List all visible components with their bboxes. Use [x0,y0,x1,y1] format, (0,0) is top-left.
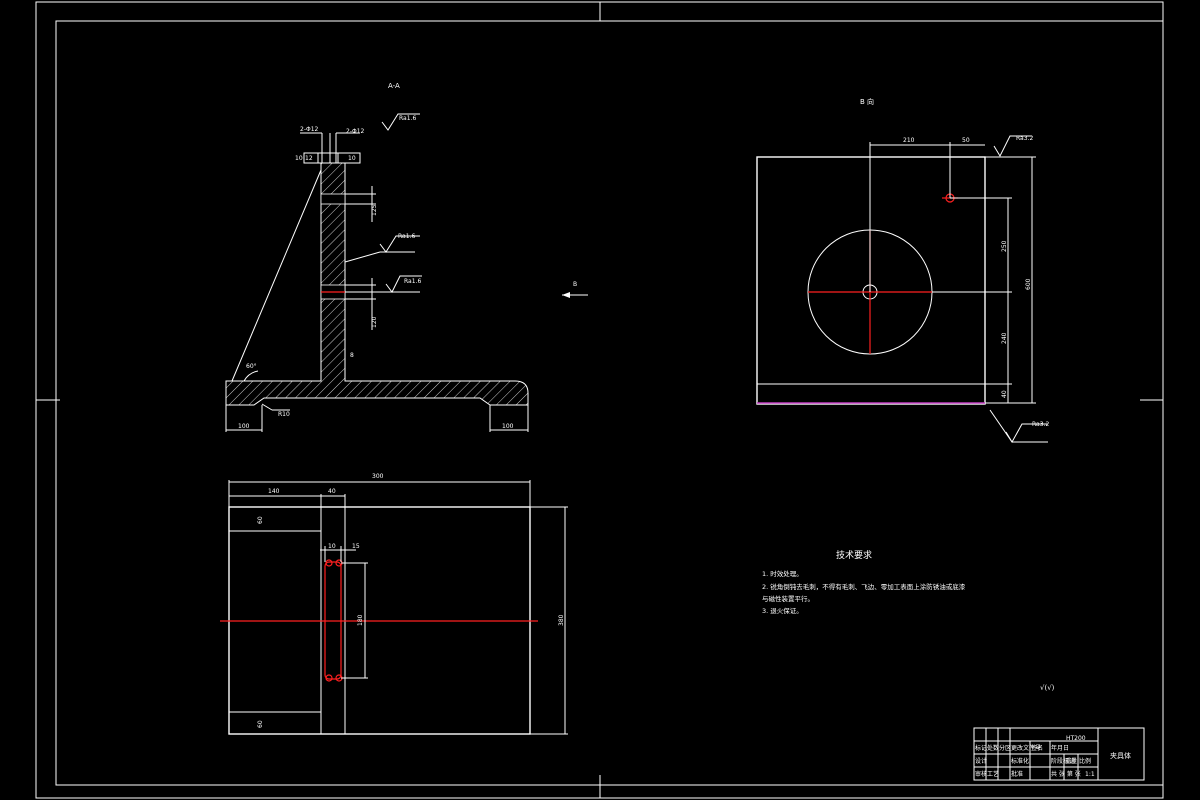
title-block-cell-3: 更改文件号 [1011,744,1041,752]
tech-req-line-3: 与磁性装置平行。 [762,594,814,603]
view-b-rough-bottom: Ra3.2 [1032,421,1049,428]
title-block-cell-10: 比例 [1079,757,1091,765]
dim-web-low: 120 [371,316,378,328]
angle-label: 60° [246,363,257,370]
view-b-dim-base: 40 [1001,390,1008,398]
title-block-cell-2: 分区 [999,744,1011,752]
section-title: A-A [388,82,400,90]
title-block-cell-0: 标记 [975,744,987,752]
plan-view: 300 140 40 10 15 60 60 180 380 [220,473,568,735]
title-block-cell-1: 处数 [987,744,999,752]
dim-left-foot: 100 [238,423,250,430]
view-b: B 向 210 50 Ra3.2 Ra3.2 250 240 600 40 [756,97,1049,443]
dim-top-small-1: 10 [295,155,303,162]
plan-dim-left: 140 [268,488,280,495]
general-roughness-symbol: √(√) [1040,684,1055,692]
plan-dim-slot-len: 180 [357,614,364,626]
view-b-title: B 向 [860,97,874,106]
plan-dim-top-notch: 60 [257,516,264,524]
dim-top-small-2: 12 [305,155,313,162]
dim-right-foot: 100 [502,423,514,430]
view-arrow-b: B [562,281,588,298]
rough-top-label: Ra1.6 [399,115,416,122]
plan-dim-slot-w2: 15 [352,543,360,550]
tech-req-line-4: 3. 退火保证。 [762,606,803,615]
holes-right-label: 2-Φ12 [346,128,365,135]
section-body [225,162,529,406]
plan-dim-overall: 300 [372,473,384,480]
title-block-cell-14: 共 张 第 张 [1051,770,1081,778]
tech-requirements: 技术要求 1. 时效处理。 2. 锐角倒钝去毛刺，不得有毛刺、飞边、零加工表面上… [762,549,966,615]
dim-web-hole: 125 [371,204,378,216]
plan-dim-height: 380 [558,614,565,626]
view-b-dim-top-1: 210 [903,137,915,144]
dim-top-small-3: 10 [348,155,356,162]
fillet-label: R10 [278,411,290,418]
title-block-cell-12: 工艺 [987,770,999,778]
plan-dim-web: 40 [328,488,336,495]
title-block: HT200 夹具体 标记 处数 分区 更改文件号 签名 年月日 设计 标准化 阶… [973,727,1145,781]
plan-dim-bottom-notch: 60 [257,720,264,728]
plan-dim-slot-w1: 10 [328,543,336,550]
title-block-part-name: 夹具体 [1110,751,1131,760]
title-block-cell-15: 1:1 [1085,771,1095,778]
view-b-dim-total: 600 [1025,278,1032,290]
title-block-cell-7: 标准化 [1011,757,1029,765]
title-block-cell-9: 重量 [1065,757,1077,765]
view-b-dim-top-2: 50 [962,137,970,144]
view-b-dim-vert-1: 250 [1001,240,1008,252]
dim-web-thk: 8 [350,352,354,359]
title-block-material: HT200 [1066,735,1086,742]
title-block-cell-8: 阶段标记 [1051,757,1075,765]
title-block-cell-13: 批准 [1011,770,1023,778]
view-b-rough-top: Ra3.2 [1016,135,1033,142]
view-b-dim-vert-2: 240 [1001,332,1008,344]
holes-left-label: 2-Φ12 [300,126,319,133]
title-block-cell-6: 设计 [975,757,987,765]
rough-mid-label: Ra1.6 [398,233,415,240]
tech-req-line-1: 1. 时效处理。 [762,569,803,578]
title-block-cell-11: 审核 [975,770,987,778]
tech-req-line-2: 2. 锐角倒钝去毛刺，不得有毛刺、飞边、零加工表面上涂防锈油或底漆 [762,582,966,591]
section-view-aa: A-A [225,82,529,432]
view-arrow-label: B [573,281,577,288]
sheet-frame [35,1,1164,799]
rough-low-label: Ra1.6 [404,278,421,285]
title-block-cell-4: 签名 [1031,744,1043,752]
title-block-cell-5: 年月日 [1051,744,1069,752]
tech-req-title: 技术要求 [836,549,872,561]
